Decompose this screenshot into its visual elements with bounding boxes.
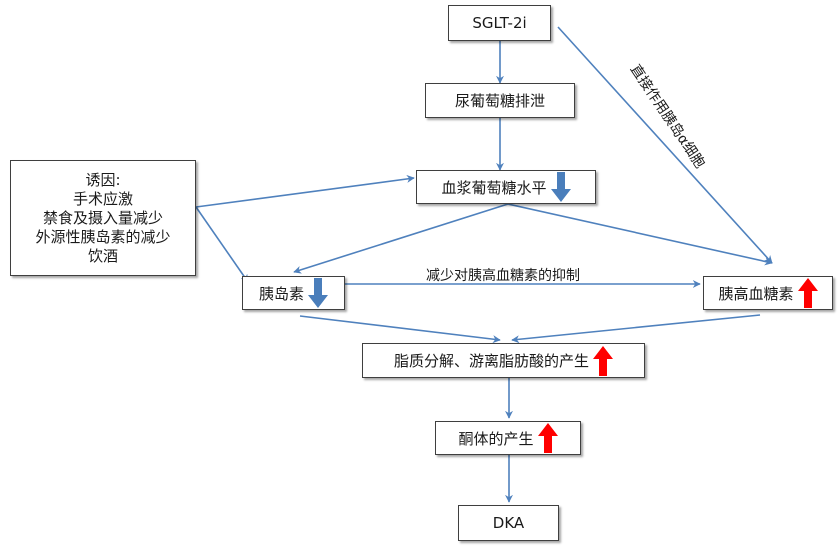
node-plasma-glucose: 血浆葡萄糖水平 [416,170,596,204]
node-insulin-label: 胰岛素 [258,284,304,303]
arrow-up-icon [593,345,613,376]
arrow-up-icon [537,423,558,453]
node-insulin: 胰岛素 [242,276,345,310]
node-urine-glucose-excretion: 尿葡萄糖排泄 [425,83,575,118]
node-dka-label: DKA [492,514,525,532]
node-precipitating-factors: 诱因: 手术应激 禁食及摄入量减少 外源性胰岛素的减少 饮酒 [10,160,196,276]
arrow-down-icon [550,172,571,202]
causes-title: 诱因: [85,170,121,189]
node-dka: DKA [458,505,559,541]
node-plasma-label: 血浆葡萄糖水平 [441,178,547,197]
arrow-down-icon [308,278,328,308]
causes-item-alcohol: 饮酒 [87,246,118,265]
node-lipolysis: 脂质分解、游离脂肪酸的产生 [362,343,645,378]
node-lipolysis-label: 脂质分解、游离脂肪酸的产生 [393,352,589,370]
arrow-up-icon [797,278,818,308]
arrow-plasma-to-insulin [293,203,509,274]
node-glucagon-label: 胰高血糖素 [718,284,794,303]
node-sglt2i-label: SGLT-2i [472,14,527,32]
causes-item-surgical-stress: 手术应激 [72,189,133,208]
causes-item-insulin-reduction: 外源性胰岛素的减少 [35,227,171,246]
arrow-causes-to-plasma [195,174,415,208]
node-ketone-label: 酮体的产生 [458,429,534,448]
arrow-glucagon-to-lipolysis [511,314,761,344]
arrow-insulin-to-lipolysis [299,315,501,344]
node-sglt2i: SGLT-2i [448,5,551,41]
node-urine-label: 尿葡萄糖排泄 [454,92,545,110]
arrow-causes-to-insulin [195,206,249,283]
arrow-plasma-to-glucagon [507,203,773,266]
causes-item-fasting: 禁食及摄入量减少 [42,208,163,227]
arrow-sglt-to-glucagon [557,26,773,264]
node-glucagon: 胰高血糖素 [703,276,833,310]
edge-label-reduced-glucagon-inhibition: 减少对胰高血糖素的抑制 [426,268,580,284]
node-ketone-production: 酮体的产生 [435,421,581,455]
